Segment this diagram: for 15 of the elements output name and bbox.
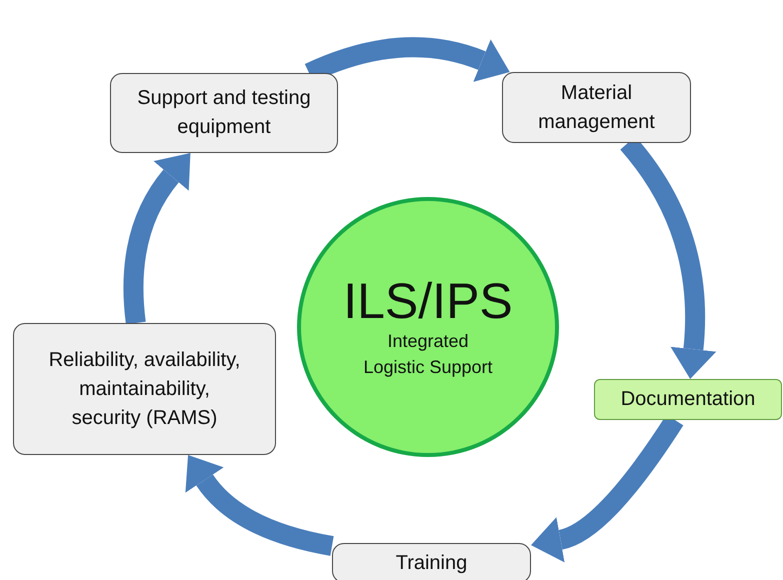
box-label: Support and testing equipment (136, 86, 312, 140)
curved-arrow (124, 152, 190, 324)
process-box (110, 73, 338, 153)
box-label: Documentation (620, 388, 756, 411)
box-label: Training (396, 550, 468, 576)
box-label: Reliability, availability, maintainability, security (RAMS) (48, 348, 241, 430)
box-label: Material management (537, 80, 656, 134)
process-box (13, 323, 276, 455)
hub-subtitle: Integrated Logistic Support (362, 330, 494, 379)
curved-arrow (305, 37, 510, 82)
curved-arrow (186, 456, 334, 556)
process-box (502, 72, 691, 143)
process-box (332, 543, 531, 580)
highlighted-box (594, 379, 782, 420)
hub-title: ILS/IPS (343, 274, 513, 330)
